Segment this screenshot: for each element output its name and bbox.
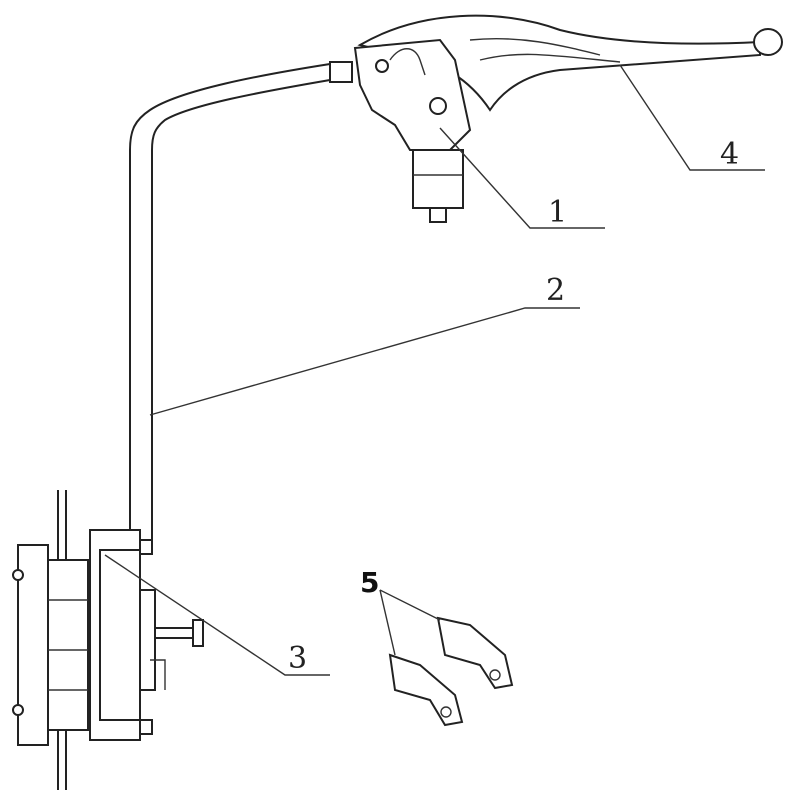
brake-pads	[388, 616, 514, 727]
label-pads: 5	[360, 566, 379, 599]
label-master-cylinder: 1	[548, 195, 567, 230]
brake-caliper	[12, 490, 204, 790]
label-caliper: 3	[288, 641, 307, 676]
leader-lines	[104, 64, 765, 676]
master-cylinder	[329, 38, 472, 223]
brake-lever	[357, 14, 783, 112]
brake-line	[129, 63, 331, 545]
label-brake-line: 2	[546, 273, 565, 308]
label-lever: 4	[720, 137, 739, 172]
